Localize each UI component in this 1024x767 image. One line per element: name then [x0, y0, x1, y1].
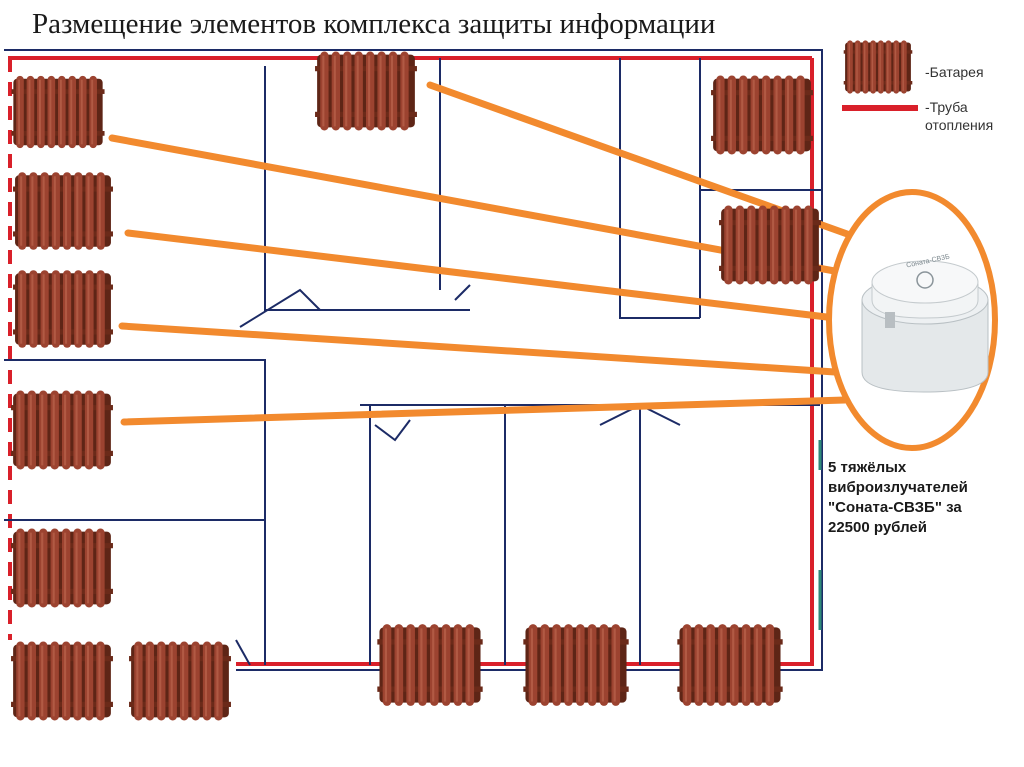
radiator-icon	[711, 75, 813, 155]
radiator-icon	[129, 641, 231, 721]
legend	[826, 36, 1022, 146]
radiator-icon	[523, 624, 629, 706]
radiator-icon	[677, 624, 783, 706]
caption-line-2: виброизлучателей	[828, 479, 968, 496]
caption-line-1: 5 тяжёлых	[828, 459, 907, 476]
radiator-icon	[843, 40, 913, 94]
legend-pipe-label-2: отопления	[925, 117, 994, 133]
legend-pipe-label: -Труба	[925, 99, 968, 115]
radiator-icon	[11, 75, 105, 149]
caption: 5 тяжёлых виброизлучателей "Соната-СВЗБ"…	[828, 458, 1018, 538]
radiator-icon	[377, 624, 483, 706]
legend-battery-label: -Батарея	[925, 64, 984, 80]
floor-plan-walls	[4, 49, 823, 671]
radiator-icon	[11, 528, 113, 608]
caption-line-4: 22500 рублей	[828, 519, 927, 536]
caption-line-3: "Соната-СВЗБ" за	[828, 499, 962, 516]
radiator-icon	[13, 172, 113, 250]
radiator-icon	[11, 390, 113, 470]
radiator-icon	[315, 51, 417, 131]
radiator-icon	[719, 205, 821, 285]
vibration-emitter-icon	[861, 260, 989, 393]
vibration-emitter-callout	[826, 189, 998, 451]
radiator-icon	[13, 270, 113, 348]
radiator-icon	[11, 641, 113, 721]
slide-title: Размещение элементов комплекса защиты ин…	[28, 8, 720, 41]
